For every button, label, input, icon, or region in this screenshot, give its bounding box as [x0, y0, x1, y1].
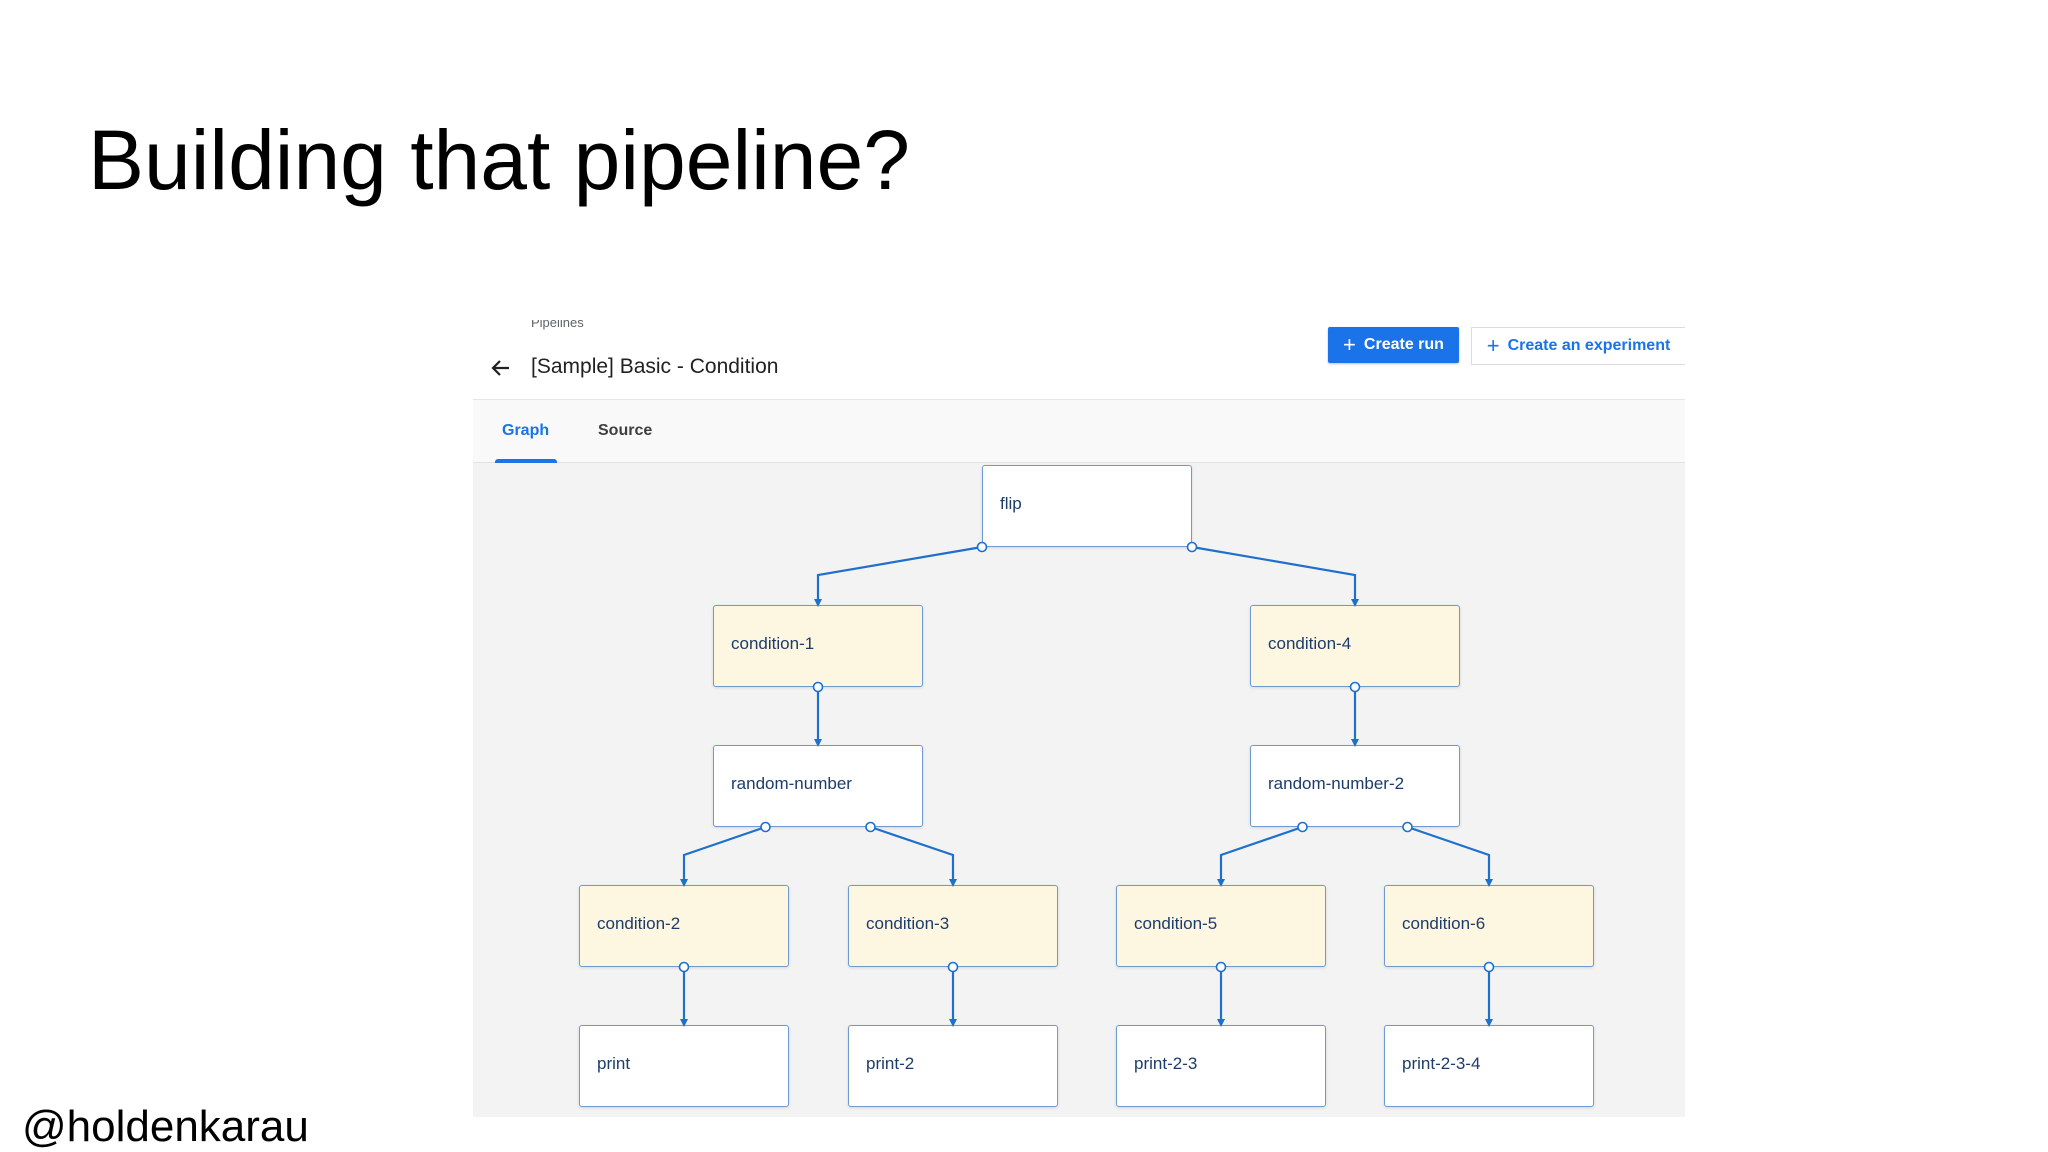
node-print-2-3[interactable]: print-2-3 [1116, 1025, 1326, 1107]
edge-random_number-condition_3 [870, 825, 957, 887]
node-label: print-2-3-4 [1402, 1054, 1481, 1073]
graph-edges [678, 541, 1495, 1027]
node-label: print [597, 1054, 631, 1073]
node-label: random-number-2 [1268, 774, 1405, 793]
tab-graph[interactable]: Graph [502, 422, 550, 439]
output-port[interactable] [1402, 821, 1413, 833]
node-label: random-number [731, 774, 852, 793]
edge-random_number-condition_2 [680, 825, 766, 887]
node-label: condition-6 [1402, 914, 1486, 933]
node-label: print-2 [866, 1054, 915, 1073]
tab-bar: Graph Source [473, 400, 1685, 463]
output-port[interactable] [760, 821, 771, 833]
node-label: condition-4 [1268, 634, 1352, 653]
node-random-number-2[interactable]: random-number-2 [1250, 745, 1460, 827]
node-label: condition-1 [731, 634, 815, 653]
output-port[interactable] [865, 821, 876, 833]
slide-title: Building that pipeline? [88, 113, 910, 207]
node-condition-6[interactable]: condition-6 [1384, 885, 1594, 967]
page-title: [Sample] Basic - Condition [531, 355, 779, 378]
output-port[interactable] [812, 681, 824, 693]
create-experiment-button[interactable]: + Create an experiment [1471, 327, 1685, 365]
output-port[interactable] [947, 961, 959, 973]
create-run-label: Create run [1363, 336, 1444, 353]
node-label: condition-3 [866, 914, 950, 933]
output-port[interactable] [1215, 961, 1227, 973]
plus-icon: + [1343, 332, 1356, 357]
output-port[interactable] [1349, 681, 1361, 693]
output-port[interactable] [1297, 821, 1308, 833]
create-experiment-label: Create an experiment [1507, 337, 1671, 354]
node-label: flip [1000, 494, 1022, 513]
output-port[interactable] [1186, 541, 1198, 553]
breadcrumb[interactable]: Pipelines [531, 320, 584, 330]
node-condition-5[interactable]: condition-5 [1116, 885, 1326, 967]
node-flip[interactable]: flip [982, 465, 1192, 547]
output-port[interactable] [678, 961, 690, 973]
node-print[interactable]: print [579, 1025, 789, 1107]
author-handle: @holdenkarau [22, 1102, 309, 1151]
tab-source[interactable]: Source [598, 422, 653, 439]
pipeline-screenshot: Pipelines [Sample] Basic - Condition + C… [473, 320, 1685, 1117]
node-random-number[interactable]: random-number [713, 745, 923, 827]
output-port[interactable] [1483, 961, 1495, 973]
edge-flip-condition_4 [1191, 545, 1359, 607]
node-label: condition-2 [597, 914, 681, 933]
edge-random_number_2-condition_6 [1407, 825, 1493, 887]
active-tab-indicator [495, 459, 557, 463]
back-arrow-icon[interactable] [487, 354, 515, 382]
edge-flip-condition_1 [814, 545, 983, 607]
output-port[interactable] [976, 541, 988, 553]
node-print-2[interactable]: print-2 [848, 1025, 1058, 1107]
pipeline-header: Pipelines [Sample] Basic - Condition + C… [473, 320, 1685, 400]
node-label: condition-5 [1134, 914, 1218, 933]
node-condition-4[interactable]: condition-4 [1250, 605, 1460, 687]
plus-icon: + [1486, 333, 1500, 358]
create-run-button[interactable]: + Create run [1328, 327, 1459, 363]
edge-random_number_2-condition_5 [1217, 825, 1303, 887]
node-print-2-3-4[interactable]: print-2-3-4 [1384, 1025, 1594, 1107]
node-label: print-2-3 [1134, 1054, 1198, 1073]
node-condition-3[interactable]: condition-3 [848, 885, 1058, 967]
graph-canvas[interactable]: flip condition-1 condition-4 random-numb… [473, 463, 1685, 1117]
